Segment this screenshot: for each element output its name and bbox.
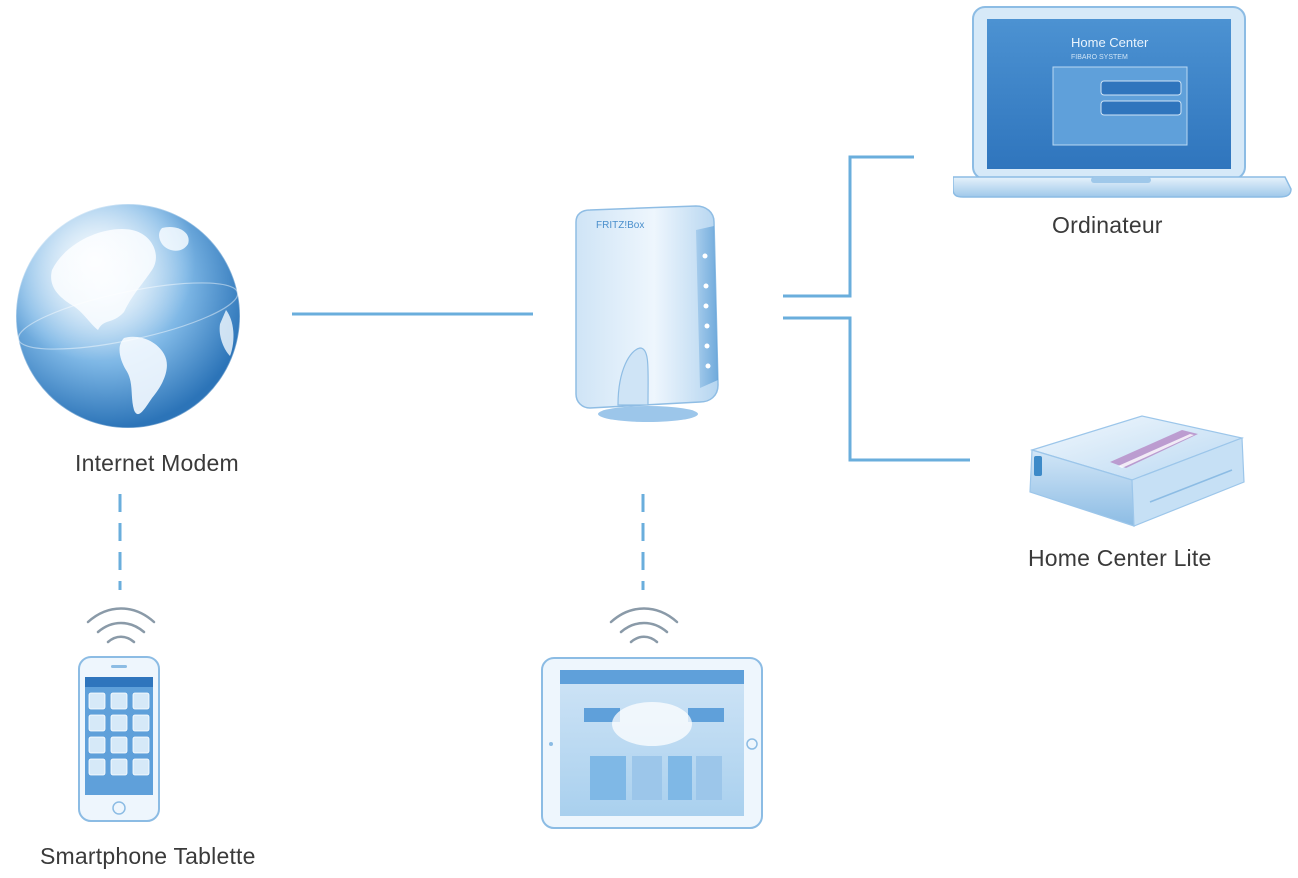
- smartphone-icon: [78, 656, 160, 822]
- label-computer: Ordinateur: [1052, 212, 1163, 238]
- label-smartphone: Smartphone Tablette: [40, 843, 256, 869]
- link-router-homecenter: [783, 316, 970, 462]
- home-center-device-icon: [1029, 415, 1245, 527]
- router-icon: FRITZ!Box: [575, 205, 719, 422]
- router-brand: FRITZ!Box: [596, 220, 644, 231]
- label-internet-modem: Internet Modem: [75, 450, 239, 476]
- laptop-screen-subtitle: FIBARO SYSTEM: [1071, 54, 1128, 61]
- wifi-icon: [86, 607, 156, 644]
- laptop-screen-title: Home Center: [1071, 35, 1149, 50]
- wifi-icon: [609, 607, 679, 644]
- label-home-center: Home Center Lite: [1028, 545, 1212, 571]
- tablet-icon: [541, 657, 763, 829]
- laptop-icon: Home Center FIBARO SYSTEM: [953, 6, 1292, 198]
- globe-icon: [15, 203, 241, 429]
- link-router-computer: [783, 155, 914, 298]
